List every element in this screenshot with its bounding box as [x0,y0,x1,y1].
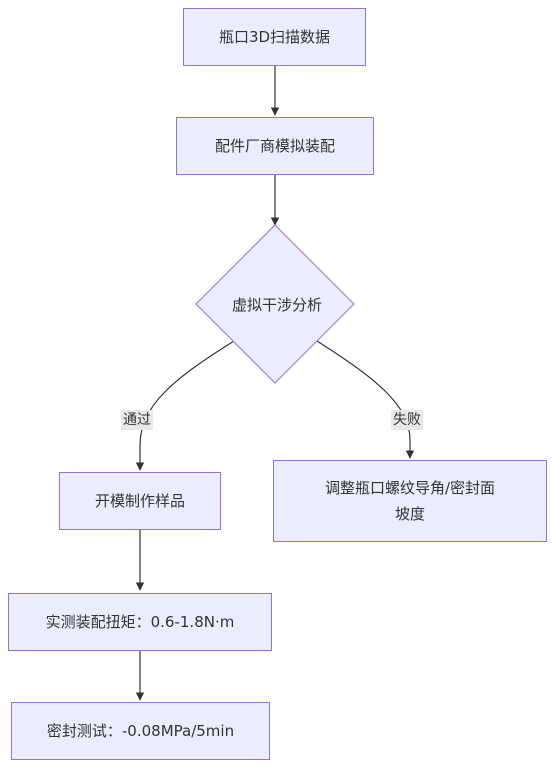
node-measured-torque: 实测装配扭矩：0.6-1.8N·m [8,593,272,651]
node-adjust-line-1: 调整瓶口螺纹导角/密封面 [324,479,496,497]
node-supplier-simulated-assembly: 配件厂商模拟装配 [176,117,374,175]
node-seal-test: 密封测试：-0.08MPa/5min [11,702,270,760]
node-adjust-thread-chamfer: 调整瓶口螺纹导角/密封面 坡度 [273,460,547,542]
node-seal-test-label: 密封测试：-0.08MPa/5min [46,722,235,740]
decision-diamond [195,224,355,384]
edge-analysis-to-adjust [316,340,415,459]
node-3d-scan-data: 瓶口3D扫描数据 [183,8,366,66]
edge-label-fail: 失败 [391,410,423,430]
node-mold-samples: 开模制作样品 [59,472,221,530]
node-supplier-simulated-assembly-label: 配件厂商模拟装配 [214,137,335,155]
decision-label: 虚拟干涉分析 [231,295,322,314]
edge-analysis-to-mold [135,340,235,471]
node-adjust-line-2: 坡度 [394,505,425,523]
decision-virtual-interference-analysis: 虚拟干涉分析 [196,289,358,319]
node-mold-samples-label: 开模制作样品 [94,492,185,510]
node-3d-scan-data-label: 瓶口3D扫描数据 [218,28,331,46]
node-measured-torque-label: 实测装配扭矩：0.6-1.8N·m [45,613,235,631]
edge-label-pass: 通过 [121,410,153,430]
